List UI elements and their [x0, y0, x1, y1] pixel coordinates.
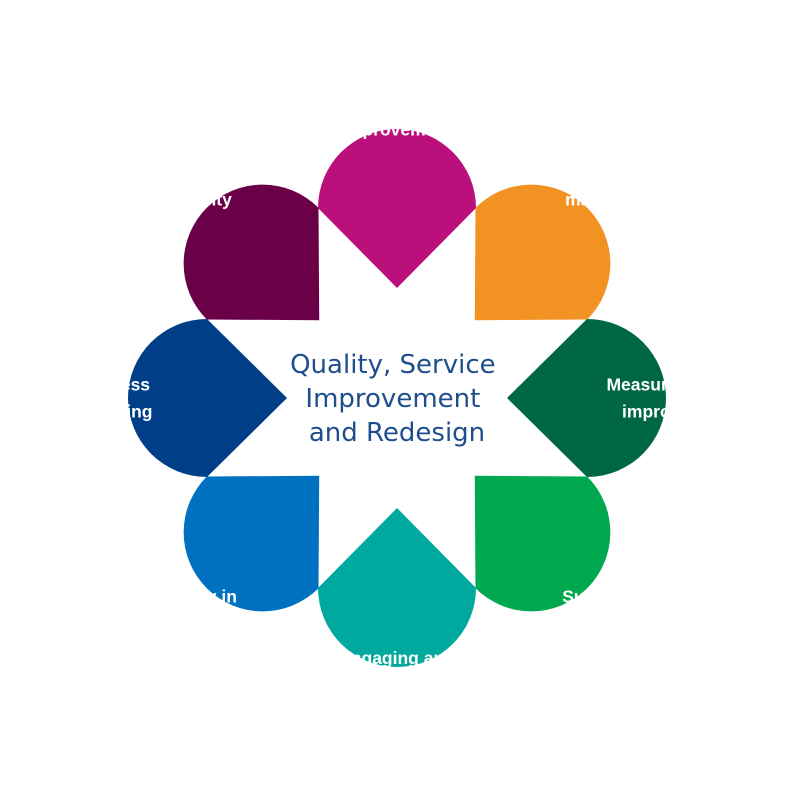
petal-shape — [318, 508, 476, 667]
petal-label: Project management — [565, 162, 673, 209]
petal-label-line: Creativity in — [137, 587, 237, 607]
petal-label-line: understanding — [336, 675, 458, 695]
petal-label-line: Leading — [363, 93, 430, 113]
petal-label-line: management — [565, 189, 673, 209]
petal-shape — [507, 319, 666, 477]
center-title-line-2: Improvement — [305, 384, 480, 414]
petal-label-line: Project — [589, 162, 648, 182]
petal-label-line: improvement — [342, 120, 452, 140]
center-title: Quality, Service Improvement and Redesig… — [290, 350, 504, 448]
petal-shape — [474, 184, 611, 321]
petal-label-line: Engaging and — [339, 648, 455, 668]
petal-label-line: Process — [82, 375, 150, 395]
petal-label: Process mapping — [80, 375, 153, 422]
center-title-line-3: and Redesign — [309, 418, 485, 448]
petal-label: Engaging and understanding others — [336, 648, 458, 722]
petal-shape — [128, 319, 287, 477]
petal-label: Measurement for improvement — [606, 375, 747, 422]
petal-label-line: improvement — [132, 614, 242, 634]
petal-shape — [318, 129, 476, 288]
petal-label-line: of improvement — [553, 614, 684, 634]
petal-label-line: Demand — [144, 162, 213, 182]
petals — [128, 129, 666, 667]
petal-shape — [183, 475, 320, 612]
petal-label: Sustainability of improvement — [553, 587, 684, 634]
petal-label: Demand and capacity — [126, 162, 232, 209]
petal-shape — [474, 475, 611, 612]
petal-label-line: and capacity — [126, 189, 232, 209]
petal-label: Leading improvement — [342, 93, 452, 140]
petal-label-line: others — [370, 702, 424, 722]
petal-label-line: Sustainability — [562, 587, 676, 607]
center-title-line-1: Quality, Service — [290, 350, 496, 380]
petal-label-line: improvement — [622, 402, 732, 422]
petal-label-line: mapping — [80, 402, 153, 422]
petal-label: Creativity in improvement — [132, 587, 242, 634]
petal-label-line: Measurement for — [606, 375, 747, 395]
petal-shape — [183, 184, 320, 321]
